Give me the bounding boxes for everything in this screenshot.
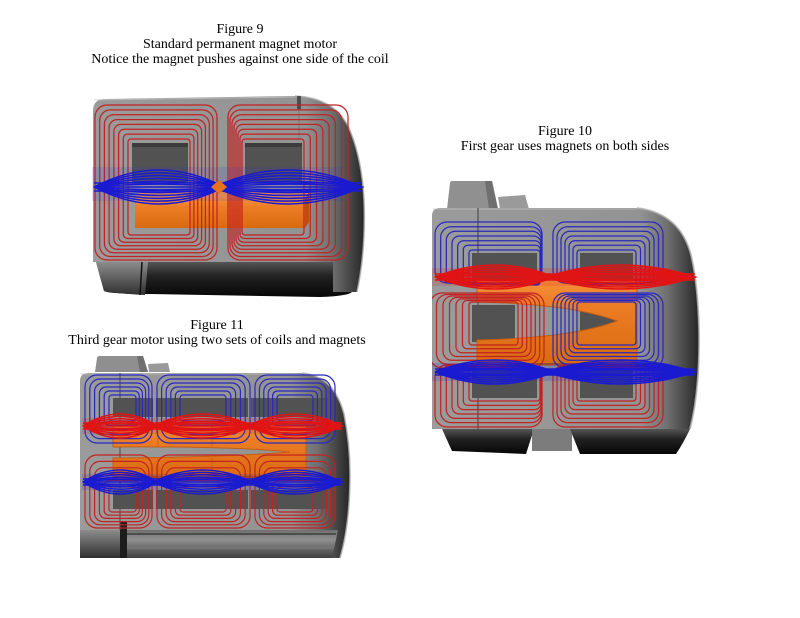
coil-loop xyxy=(461,299,523,350)
coil-loop xyxy=(572,299,642,350)
figure10-caption-line: First gear uses magnets on both sides xyxy=(460,139,670,154)
coil-loop xyxy=(468,301,519,346)
figure11-caption-line: Third gear motor using two sets of coils… xyxy=(68,333,366,348)
coil-loop xyxy=(263,382,327,435)
coil-loop xyxy=(576,301,637,346)
underside-seam xyxy=(139,261,143,296)
mount-tab-large xyxy=(447,181,498,209)
window-right-shadow xyxy=(245,143,302,147)
underside-left-plate xyxy=(96,262,148,295)
foot-right xyxy=(570,429,690,454)
foot-left xyxy=(442,429,534,454)
underside-left-plate xyxy=(80,530,120,558)
rim-highlight xyxy=(636,207,700,430)
coil-loop xyxy=(174,479,232,516)
coil-loop xyxy=(89,460,150,526)
window-mid-left xyxy=(472,305,515,342)
mount-tab xyxy=(95,356,148,372)
field-line-lens xyxy=(247,422,343,430)
figure9-motor-render xyxy=(92,95,366,297)
field-line-lens xyxy=(545,274,696,280)
mount-tab-shade xyxy=(485,181,498,209)
coil-windings-bottom-2 xyxy=(156,454,251,529)
field-lines-red xyxy=(434,264,699,290)
coil-loop xyxy=(455,298,528,354)
figure10-title: Figure 10 xyxy=(537,124,593,139)
field-lines-blue xyxy=(82,469,345,495)
figure9-title: Figure 9 xyxy=(216,22,264,37)
top-edge-highlight xyxy=(93,96,296,101)
magnet-tip xyxy=(211,180,227,194)
underside-slot xyxy=(120,522,127,558)
field-lines-blue xyxy=(434,359,699,385)
coil-loop xyxy=(84,374,153,444)
field-line-lens xyxy=(545,369,696,375)
field-line-lens xyxy=(213,183,363,191)
coil-loop xyxy=(94,467,147,523)
mount-tab-small xyxy=(498,195,529,209)
underside-shadow xyxy=(96,262,352,297)
coil-loop xyxy=(568,298,646,354)
magnet-top-face xyxy=(135,192,309,198)
figure10-motor-render xyxy=(432,181,700,454)
field-lines-blue xyxy=(93,169,365,205)
coil-loop xyxy=(272,479,319,516)
figure10-caption: Figure 10 First gear uses magnets on bot… xyxy=(420,124,710,154)
rim-highlight xyxy=(301,372,351,559)
rim-highlight xyxy=(294,95,366,293)
figure9-caption-line: Notice the magnet pushes against one sid… xyxy=(91,52,389,67)
field-line-lens xyxy=(247,478,343,486)
lamination-notch xyxy=(297,96,301,109)
figure9-caption: Figure 9 Standard permanent magnet motor… xyxy=(40,22,440,67)
mount-tab-ridge xyxy=(148,363,170,372)
field-lines-red xyxy=(82,413,345,439)
coil-loop xyxy=(267,386,323,431)
figure11-caption: Figure 11 Third gear motor using two set… xyxy=(37,318,397,348)
coil-loop xyxy=(103,479,140,516)
coil-loop xyxy=(254,454,336,529)
coil-loop xyxy=(258,460,332,526)
coil-loop xyxy=(98,386,143,431)
coil-loop xyxy=(170,386,237,431)
figure11-title: Figure 11 xyxy=(190,318,244,333)
foot-gap xyxy=(532,429,572,451)
band-gap xyxy=(153,398,156,417)
figure11-motor-render xyxy=(80,356,351,559)
coil-loop xyxy=(165,467,241,523)
magnet-front-face xyxy=(135,198,305,228)
figure9-caption-line: Standard permanent magnet motor xyxy=(143,37,337,52)
coil-loop xyxy=(156,454,251,529)
band-gap xyxy=(153,490,156,509)
coil-loop xyxy=(156,374,251,444)
coil-loop xyxy=(564,296,651,358)
bottom-strip xyxy=(82,530,338,558)
coil-loop xyxy=(160,460,246,526)
coil-loop xyxy=(468,366,541,402)
coil-loop xyxy=(84,454,153,529)
coil-loop xyxy=(165,382,241,435)
coil-loop xyxy=(254,374,336,444)
window-left-shadow xyxy=(132,143,188,147)
coil-loop xyxy=(448,296,532,358)
coil-loop xyxy=(94,382,147,435)
mount-tab-shade xyxy=(137,356,148,372)
coil-loop xyxy=(263,467,327,523)
